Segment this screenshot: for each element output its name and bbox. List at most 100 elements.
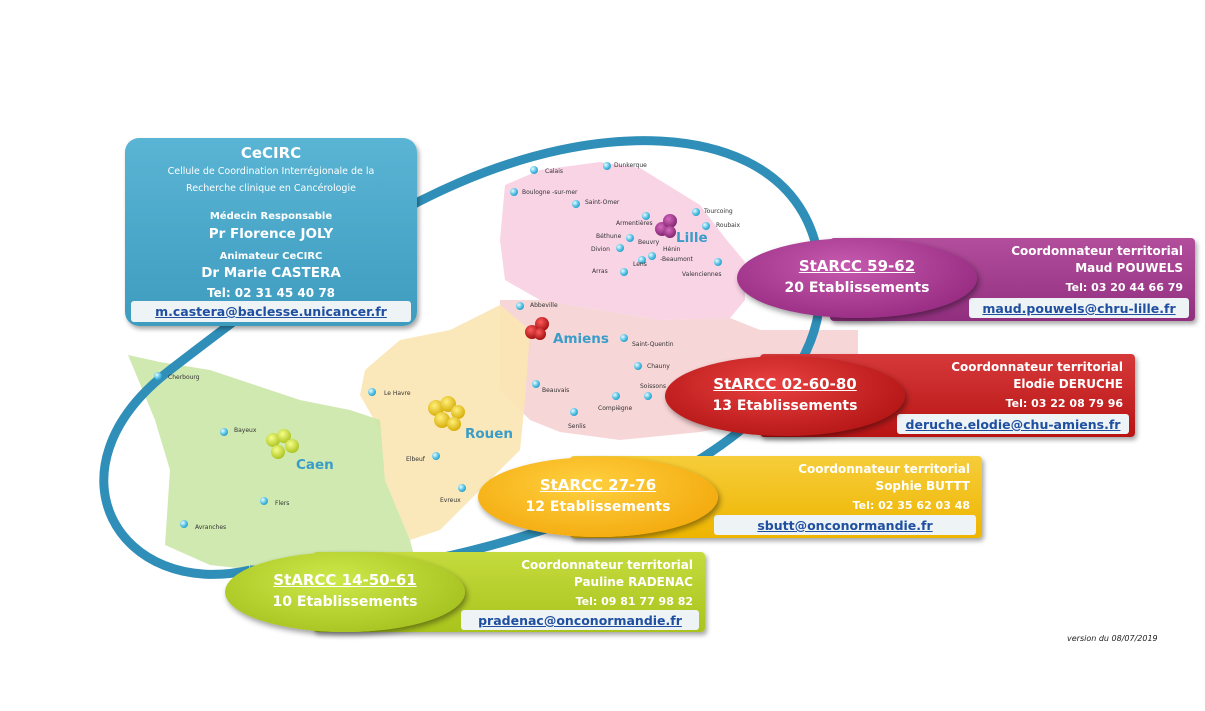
region-basse-normandie: [128, 355, 420, 580]
town-label: Bayeux: [234, 427, 257, 434]
town-marker: [570, 408, 578, 416]
town-label: Arras: [592, 268, 608, 275]
town-marker: [572, 200, 580, 208]
town-label: Compiègne: [598, 405, 633, 412]
town-marker: [432, 452, 440, 460]
town-marker: [616, 244, 624, 252]
coordinator-label: Coordonnateur territorial: [1011, 244, 1183, 258]
town-label: Boulogne -sur-mer: [522, 189, 578, 196]
town-label: Dunkerque: [614, 162, 647, 169]
town-label: Valenciennes: [682, 271, 722, 278]
starcc-02-60-80-badge: StARCC 02-60-80 13 Etablissements: [665, 356, 905, 436]
animateur-label: Animateur CeCIRC: [219, 251, 323, 262]
town-label: Lens: [633, 261, 647, 268]
town-label: Evreux: [440, 497, 461, 504]
town-marker: [620, 268, 628, 276]
coordinator-email-link[interactable]: maud.pouwels@chru-lille.fr: [982, 301, 1176, 316]
town-marker: [530, 166, 538, 174]
town-marker: [626, 234, 634, 242]
cecirc-title: CeCIRC: [240, 144, 302, 162]
town-label: Chauny: [647, 363, 670, 370]
town-label: Elbeuf: [406, 456, 425, 463]
email-bar: sbutt@onconormandie.fr: [714, 515, 976, 535]
town-label: Armentières: [616, 220, 653, 227]
coordinator-phone: Tel: 03 22 08 79 96: [1005, 397, 1123, 410]
town-marker: [154, 372, 162, 380]
email-bar: deruche.elodie@chu-amiens.fr: [897, 414, 1129, 434]
medecin-name: Pr Florence JOLY: [208, 226, 334, 242]
town-label: Beauvais: [542, 387, 570, 394]
city-label-amiens: Amiens: [553, 331, 609, 347]
coordinator-phone: Tel: 09 81 77 98 82: [575, 595, 693, 608]
medecin-label: Médecin Responsable: [209, 211, 333, 222]
town-label: Avranches: [195, 524, 227, 531]
town-marker: [603, 162, 611, 170]
email-bar: maud.pouwels@chru-lille.fr: [969, 298, 1189, 318]
town-marker: [634, 362, 642, 370]
town-marker: [220, 428, 228, 436]
starcc-code: StARCC 59-62: [798, 257, 916, 275]
town-marker: [620, 334, 628, 342]
town-marker: [260, 497, 268, 505]
town-label: Senlis: [568, 423, 586, 430]
town-label: Soissons: [640, 383, 666, 390]
city-label-rouen: Rouen: [465, 426, 514, 442]
coordinator-email-link[interactable]: pradenac@onconormandie.fr: [478, 613, 682, 628]
city-label-caen: Caen: [296, 457, 334, 473]
town-label: Béthune: [596, 233, 622, 240]
animateur-name: Dr Marie CASTERA: [201, 265, 341, 281]
cecirc-email-link[interactable]: m.castera@baclesse.unicancer.fr: [155, 304, 387, 319]
starcc-27-76-badge: StARCC 27-76 12 Etablissements: [478, 457, 718, 537]
town-label: Flers: [275, 500, 290, 507]
establishment-count: 13 Etablissements: [712, 398, 858, 414]
coordinator-name: Pauline RADENAC: [573, 575, 693, 589]
coordinator-label: Coordonnateur territorial: [798, 462, 970, 476]
coordinator-email-link[interactable]: deruche.elodie@chu-amiens.fr: [905, 417, 1121, 432]
establishment-count: 20 Etablissements: [784, 280, 930, 296]
town-marker: [702, 222, 710, 230]
town-label: -Beaumont: [660, 256, 693, 263]
town-label: Saint-Quentin: [632, 341, 674, 348]
coordinator-label: Coordonnateur territorial: [521, 558, 693, 572]
coordinator-email-link[interactable]: sbutt@onconormandie.fr: [757, 518, 933, 533]
cecirc-email-bar: m.castera@baclesse.unicancer.fr: [131, 301, 411, 322]
town-label: Beuvry: [638, 239, 660, 246]
town-label: Tourcoing: [704, 208, 733, 215]
coordinator-name: Sophie BUTTT: [875, 479, 970, 493]
establishment-count: 12 Etablissements: [525, 499, 671, 515]
rouen-marker: [428, 396, 465, 431]
coordinator-phone: Tel: 03 20 44 66 79: [1065, 281, 1183, 294]
linking-ring: [99, 136, 825, 579]
establishment-count: 10 Etablissements: [272, 594, 418, 610]
town-marker: [532, 380, 540, 388]
cecirc-phone: Tel: 02 31 45 40 78: [206, 286, 336, 300]
town-marker: [648, 252, 656, 260]
town-label: Le Havre: [384, 390, 411, 397]
region-nord-pas-de-calais: [500, 162, 745, 320]
town-label: Saint-Omer: [585, 199, 620, 206]
cecirc-description-line1: Cellule de Coordination Interrégionale d…: [167, 166, 375, 177]
town-marker: [368, 388, 376, 396]
coordinator-name: Elodie DERUCHE: [1013, 377, 1123, 391]
town-marker: [180, 520, 188, 528]
town-marker: [638, 256, 646, 264]
coordinator-phone: Tel: 02 35 62 03 48: [852, 499, 970, 512]
version-note: version du 08/07/2019: [1067, 634, 1158, 643]
amiens-marker: [525, 317, 549, 340]
cecirc-description-line2: Recherche clinique en Cancérologie: [186, 183, 356, 194]
caen-marker: [266, 429, 299, 459]
town-label: Hénin: [663, 246, 681, 253]
town-marker: [516, 302, 524, 310]
town-marker: [642, 212, 650, 220]
cecirc-info-box: CeCIRC Cellule de Coordination Interrégi…: [125, 138, 417, 326]
town-marker: [692, 208, 700, 216]
starcc-code: StARCC 14-50-61: [273, 571, 417, 589]
town-label: Cherbourg: [168, 374, 200, 381]
town-marker: [612, 392, 620, 400]
starcc-code: StARCC 27-76: [539, 476, 657, 494]
city-label-lille: Lille: [676, 230, 708, 246]
town-label: Roubaix: [716, 222, 741, 229]
lille-marker: [655, 214, 677, 238]
starcc-code: StARCC 02-60-80: [713, 375, 857, 393]
coordinator-name: Maud POUWELS: [1075, 261, 1183, 275]
